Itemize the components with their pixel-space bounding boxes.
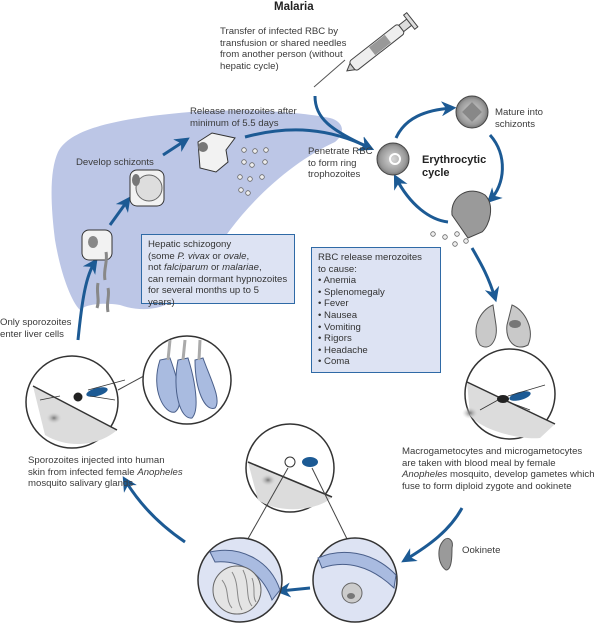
label-gametocytes: Macrogametocytes and microgametocytes ar… bbox=[402, 446, 595, 492]
label-text: skin from infected female bbox=[28, 466, 138, 478]
label-line: trophozoites bbox=[308, 169, 361, 180]
ookinete-icon bbox=[438, 537, 453, 571]
box-text: , bbox=[246, 250, 250, 262]
symptom-list: Anemia Splenomegaly Fever Nausea Vomitin… bbox=[318, 275, 434, 368]
label-line: fuse to form diploid zygote and ookinete bbox=[402, 480, 572, 492]
arrow-to-liver bbox=[76, 258, 98, 341]
label-transfusion: Transfer of infected RBC by transfusion … bbox=[220, 26, 346, 72]
label-line: cycle bbox=[422, 167, 450, 179]
symptom-item: Fever bbox=[318, 298, 434, 310]
label-develop-schizonts: Develop schizonts bbox=[76, 157, 154, 168]
mosquito-bite-circle-left bbox=[25, 355, 154, 449]
ruptured-hepatocyte bbox=[197, 132, 236, 173]
label-text: mosquito, develop gametes which bbox=[447, 469, 595, 480]
arrow-hep2 bbox=[162, 137, 190, 157]
box-text: or bbox=[208, 262, 223, 274]
label-line: skin from infected female Anopheles bbox=[28, 467, 183, 479]
label-line: schizonts bbox=[495, 118, 535, 130]
arrow-to-skin bbox=[122, 476, 186, 544]
box-text: , bbox=[258, 262, 262, 274]
arrow-to-mature bbox=[394, 101, 457, 139]
arrow-release bbox=[244, 128, 375, 151]
symptom-item: Rigors bbox=[318, 333, 434, 345]
box-italic: falciparum bbox=[164, 262, 209, 274]
label-release-merozoites: Release merozoites after minimum of 5.5 … bbox=[190, 106, 297, 129]
label-line: enter liver cells bbox=[0, 328, 64, 340]
label-line: Sporozoites injected into human bbox=[28, 455, 165, 466]
label-line: Transfer of infected RBC by bbox=[220, 26, 339, 37]
box-italic: ovale bbox=[223, 250, 247, 262]
mosquito-bite-circle-right bbox=[462, 348, 556, 440]
label-line: Erythrocytic bbox=[422, 154, 487, 166]
symptom-item: Anemia bbox=[318, 275, 434, 287]
liver-shape bbox=[51, 110, 342, 310]
box-line: not falciparum or malariae, bbox=[148, 262, 288, 274]
box-text: (some bbox=[148, 250, 178, 262]
arrow-to-rupture bbox=[486, 133, 504, 204]
box-text: not bbox=[148, 262, 165, 274]
symptom-item: Vomiting bbox=[318, 322, 434, 334]
label-only-sporozoites: Only sporozoites enter liver cells bbox=[0, 317, 71, 340]
hepatic-schizogony-box: Hepatic schizogony (some P. vivax or ova… bbox=[141, 234, 295, 308]
label-line: mosquito salivary glands bbox=[28, 478, 134, 489]
label-line: Release merozoites after bbox=[190, 106, 297, 117]
box-italic: P. vivax bbox=[177, 250, 210, 262]
label-line: Penetrate RBC bbox=[308, 146, 373, 157]
arrow-to-gametocytes bbox=[470, 247, 500, 303]
symptom-item: Nausea bbox=[318, 310, 434, 322]
label-line: from another person (without bbox=[220, 49, 343, 60]
label-line: are taken with blood meal by female bbox=[402, 457, 556, 469]
box-heading: to cause: bbox=[318, 263, 357, 275]
label-erythrocytic-cycle: Erythrocytic cycle bbox=[422, 154, 486, 180]
hepatocyte-cell bbox=[81, 229, 113, 313]
box-line: can remain dormant hypnozoites bbox=[148, 273, 288, 285]
label-line: transfusion or shared needles bbox=[220, 37, 347, 49]
box-italic: malariae bbox=[222, 262, 259, 274]
oocyst-circle bbox=[197, 537, 283, 623]
box-line: (some P. vivax or ovale, bbox=[148, 251, 288, 263]
arrow-oocyst bbox=[275, 582, 311, 598]
ruptured-rbc bbox=[451, 190, 492, 239]
label-italic: Anopheles bbox=[402, 469, 448, 480]
box-heading: RBC release merozoites bbox=[318, 252, 422, 263]
symptom-item: Headache bbox=[318, 345, 434, 357]
page-title: Malaria bbox=[274, 1, 314, 13]
arrow-to-ring bbox=[393, 174, 449, 224]
salivary-glands-circle bbox=[142, 335, 232, 425]
gametocytes bbox=[475, 304, 531, 348]
label-italic: Anopheles bbox=[137, 466, 183, 478]
label-line: minimum of 5.5 days bbox=[190, 117, 279, 129]
liver-schizont bbox=[129, 169, 165, 207]
ookinete-gut-circle bbox=[312, 537, 398, 623]
label-ookinete: Ookinete bbox=[462, 545, 501, 556]
label-line: Macrogametocytes and microgametocytes bbox=[402, 446, 583, 457]
label-line: to form ring bbox=[308, 157, 357, 169]
label-mature-schizonts: Mature into schizonts bbox=[495, 107, 543, 130]
arrow-to-gut bbox=[401, 507, 464, 563]
label-sporozoites-injected: Sporozoites injected into human skin fro… bbox=[28, 455, 183, 490]
box-line: for several months up to 5 years) bbox=[148, 285, 259, 308]
syringe-icon bbox=[313, 11, 419, 88]
label-line: hepatic cycle) bbox=[220, 60, 279, 72]
ring-trophozoite-rbc bbox=[376, 142, 410, 176]
rbc-symptoms-box: RBC release merozoites to cause: Anemia … bbox=[311, 247, 441, 373]
box-line: Hepatic schizogony bbox=[148, 239, 232, 250]
label-line: Only sporozoites bbox=[0, 317, 72, 328]
symptom-item: Splenomegaly bbox=[318, 287, 434, 299]
label-penetrate-rbc: Penetrate RBC to form ring trophozoites bbox=[308, 146, 373, 181]
mosquito-feeding-circle bbox=[244, 423, 351, 546]
label-line: Mature into bbox=[495, 107, 543, 118]
arrow-hep1 bbox=[108, 196, 131, 226]
box-text: or bbox=[209, 250, 224, 262]
label-line: Anopheles mosquito, develop gametes whic… bbox=[402, 469, 595, 481]
symptom-item: Coma bbox=[318, 356, 434, 368]
